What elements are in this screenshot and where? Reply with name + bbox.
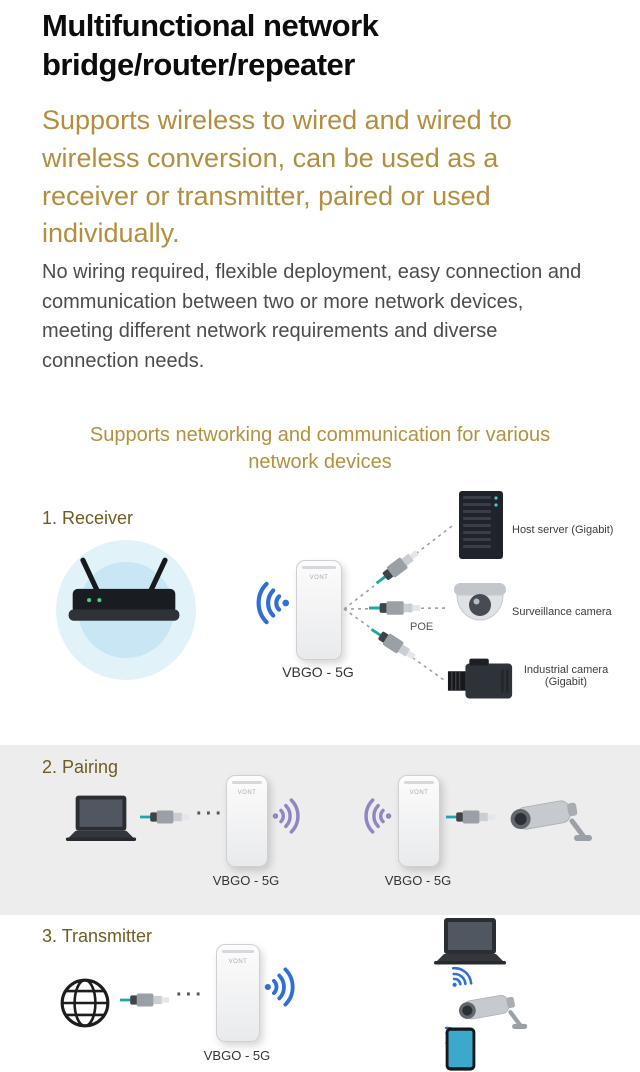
device-model-label: VBGO - 5G <box>384 873 452 888</box>
access-point-device-right: VONT <box>398 775 440 867</box>
server-icon <box>454 490 508 560</box>
laptop-icon <box>430 916 510 968</box>
access-point-device: VONT <box>216 944 260 1042</box>
globe-icon <box>58 976 112 1030</box>
intro-text-inner: Supports networking and communication fo… <box>89 424 551 473</box>
rj45-connector-icon <box>120 990 172 1010</box>
bullet-camera-icon <box>504 785 596 847</box>
wifi-signal-icon <box>264 964 306 1010</box>
smartphone-icon <box>444 1026 477 1072</box>
receiver-heading: 1. Receiver <box>42 508 134 528</box>
device-brand-label: VONT <box>309 575 329 581</box>
page-title: Multifunctional network bridge/router/re… <box>42 8 379 83</box>
pairing-heading: 2. Pairing <box>42 757 119 777</box>
rj45-connector-icon <box>369 598 423 618</box>
rj45-connector-icon <box>140 807 192 827</box>
industrial-camera-label: Industrial camera (Gigabit) <box>523 664 609 688</box>
pairing-section: 2. Pairing ··· VONT VONT VBGO - 5G VBGO … <box>0 745 640 915</box>
rj45-connector-icon <box>446 807 498 827</box>
dashed-link-dots: ··· <box>176 984 205 1006</box>
industrial-camera-icon <box>446 656 516 704</box>
device-model-label: VBGO - 5G <box>203 1048 271 1063</box>
surveillance-camera-label: Surveillance camera <box>512 606 612 618</box>
device-brand-label: VONT <box>237 790 257 796</box>
dome-camera-icon <box>452 582 508 632</box>
dashed-link-dots: ··· <box>196 803 225 825</box>
access-point-device-left: VONT <box>226 775 268 867</box>
subtitle-text: Supports wireless to wired and wired to … <box>42 105 512 249</box>
transmitter-heading: 3. Transmitter <box>42 926 153 946</box>
device-brand-label: VONT <box>228 959 248 965</box>
description-text: No wiring required, flexible deployment,… <box>42 261 582 372</box>
access-point-device: VONT <box>296 560 342 660</box>
device-brand-label: VONT <box>409 790 429 796</box>
device-model-label: VBGO - 5G <box>282 664 354 680</box>
poe-label: POE <box>410 621 434 633</box>
wifi-signal-icon <box>354 795 392 837</box>
server-label: Host server (Gigabit) <box>512 524 614 536</box>
intro-text: Supports networking and communication fo… <box>0 422 640 476</box>
connection-lines <box>343 525 453 681</box>
wifi-signal-icon <box>272 795 310 837</box>
device-model-label: VBGO - 5G <box>212 873 280 888</box>
laptop-icon <box>62 793 140 845</box>
